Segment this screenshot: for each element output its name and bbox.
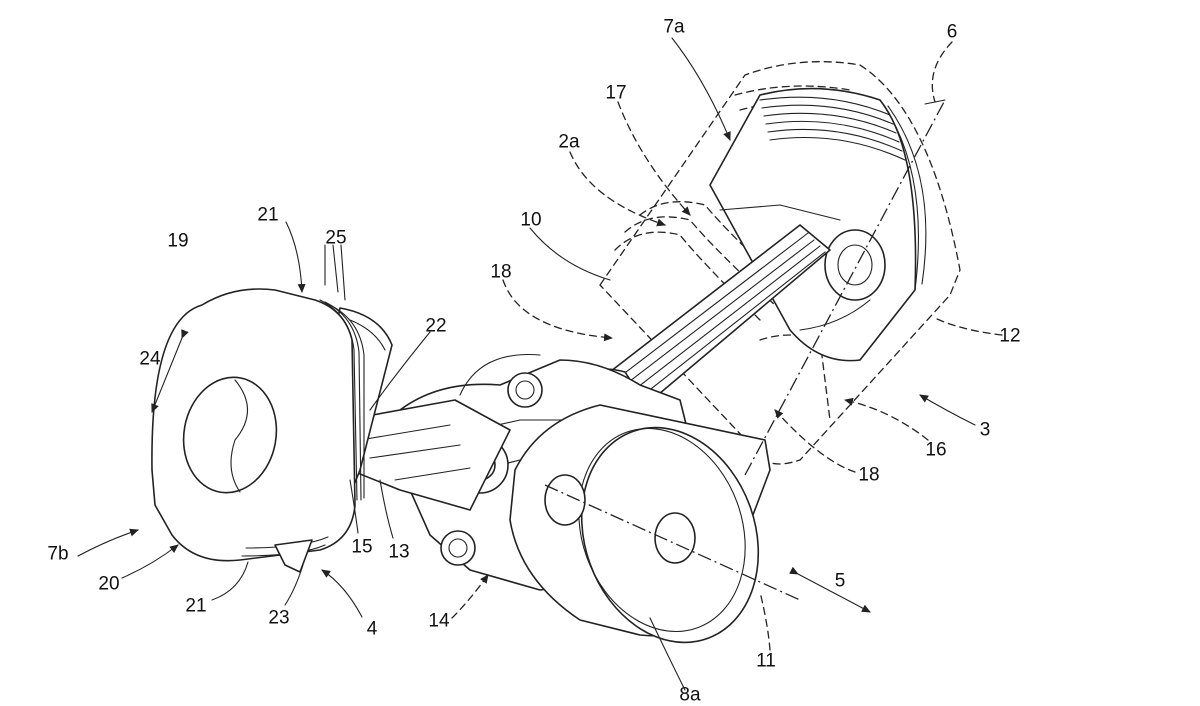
label-23: 23 [268, 607, 290, 629]
leader-lines [77, 37, 1003, 691]
label-16: 16 [925, 439, 947, 461]
arrow-24 [151, 329, 189, 413]
label-10: 10 [520, 209, 542, 231]
label-7a: 7a [663, 16, 685, 38]
label-11: 11 [756, 650, 776, 672]
crank-disk-8a [509, 404, 771, 644]
arrow-5 [789, 566, 871, 613]
label-4: 4 [366, 618, 378, 640]
label-7b: 7b [47, 543, 69, 565]
label-21-top: 21 [257, 204, 279, 226]
label-6: 6 [946, 21, 958, 43]
label-5: 5 [834, 570, 846, 592]
axis-6 [744, 99, 946, 476]
axis-11 [544, 484, 801, 601]
label-2a: 2a [558, 131, 580, 153]
label-19: 19 [167, 230, 189, 252]
label-15: 15 [351, 536, 373, 558]
piston-7b [151, 288, 393, 573]
label-21-bottom: 21 [185, 595, 207, 617]
label-25: 25 [325, 227, 347, 249]
label-3: 3 [979, 419, 991, 441]
label-13: 13 [388, 541, 410, 563]
label-8a: 8a [679, 684, 701, 706]
label-20: 20 [98, 573, 120, 595]
label-24: 24 [139, 348, 161, 370]
label-17: 17 [605, 82, 627, 104]
label-18-left: 18 [490, 261, 512, 283]
label-22: 22 [425, 315, 447, 337]
label-18-right: 18 [858, 464, 880, 486]
piston-7a [709, 87, 927, 362]
label-12: 12 [999, 325, 1021, 347]
label-14: 14 [428, 610, 450, 632]
